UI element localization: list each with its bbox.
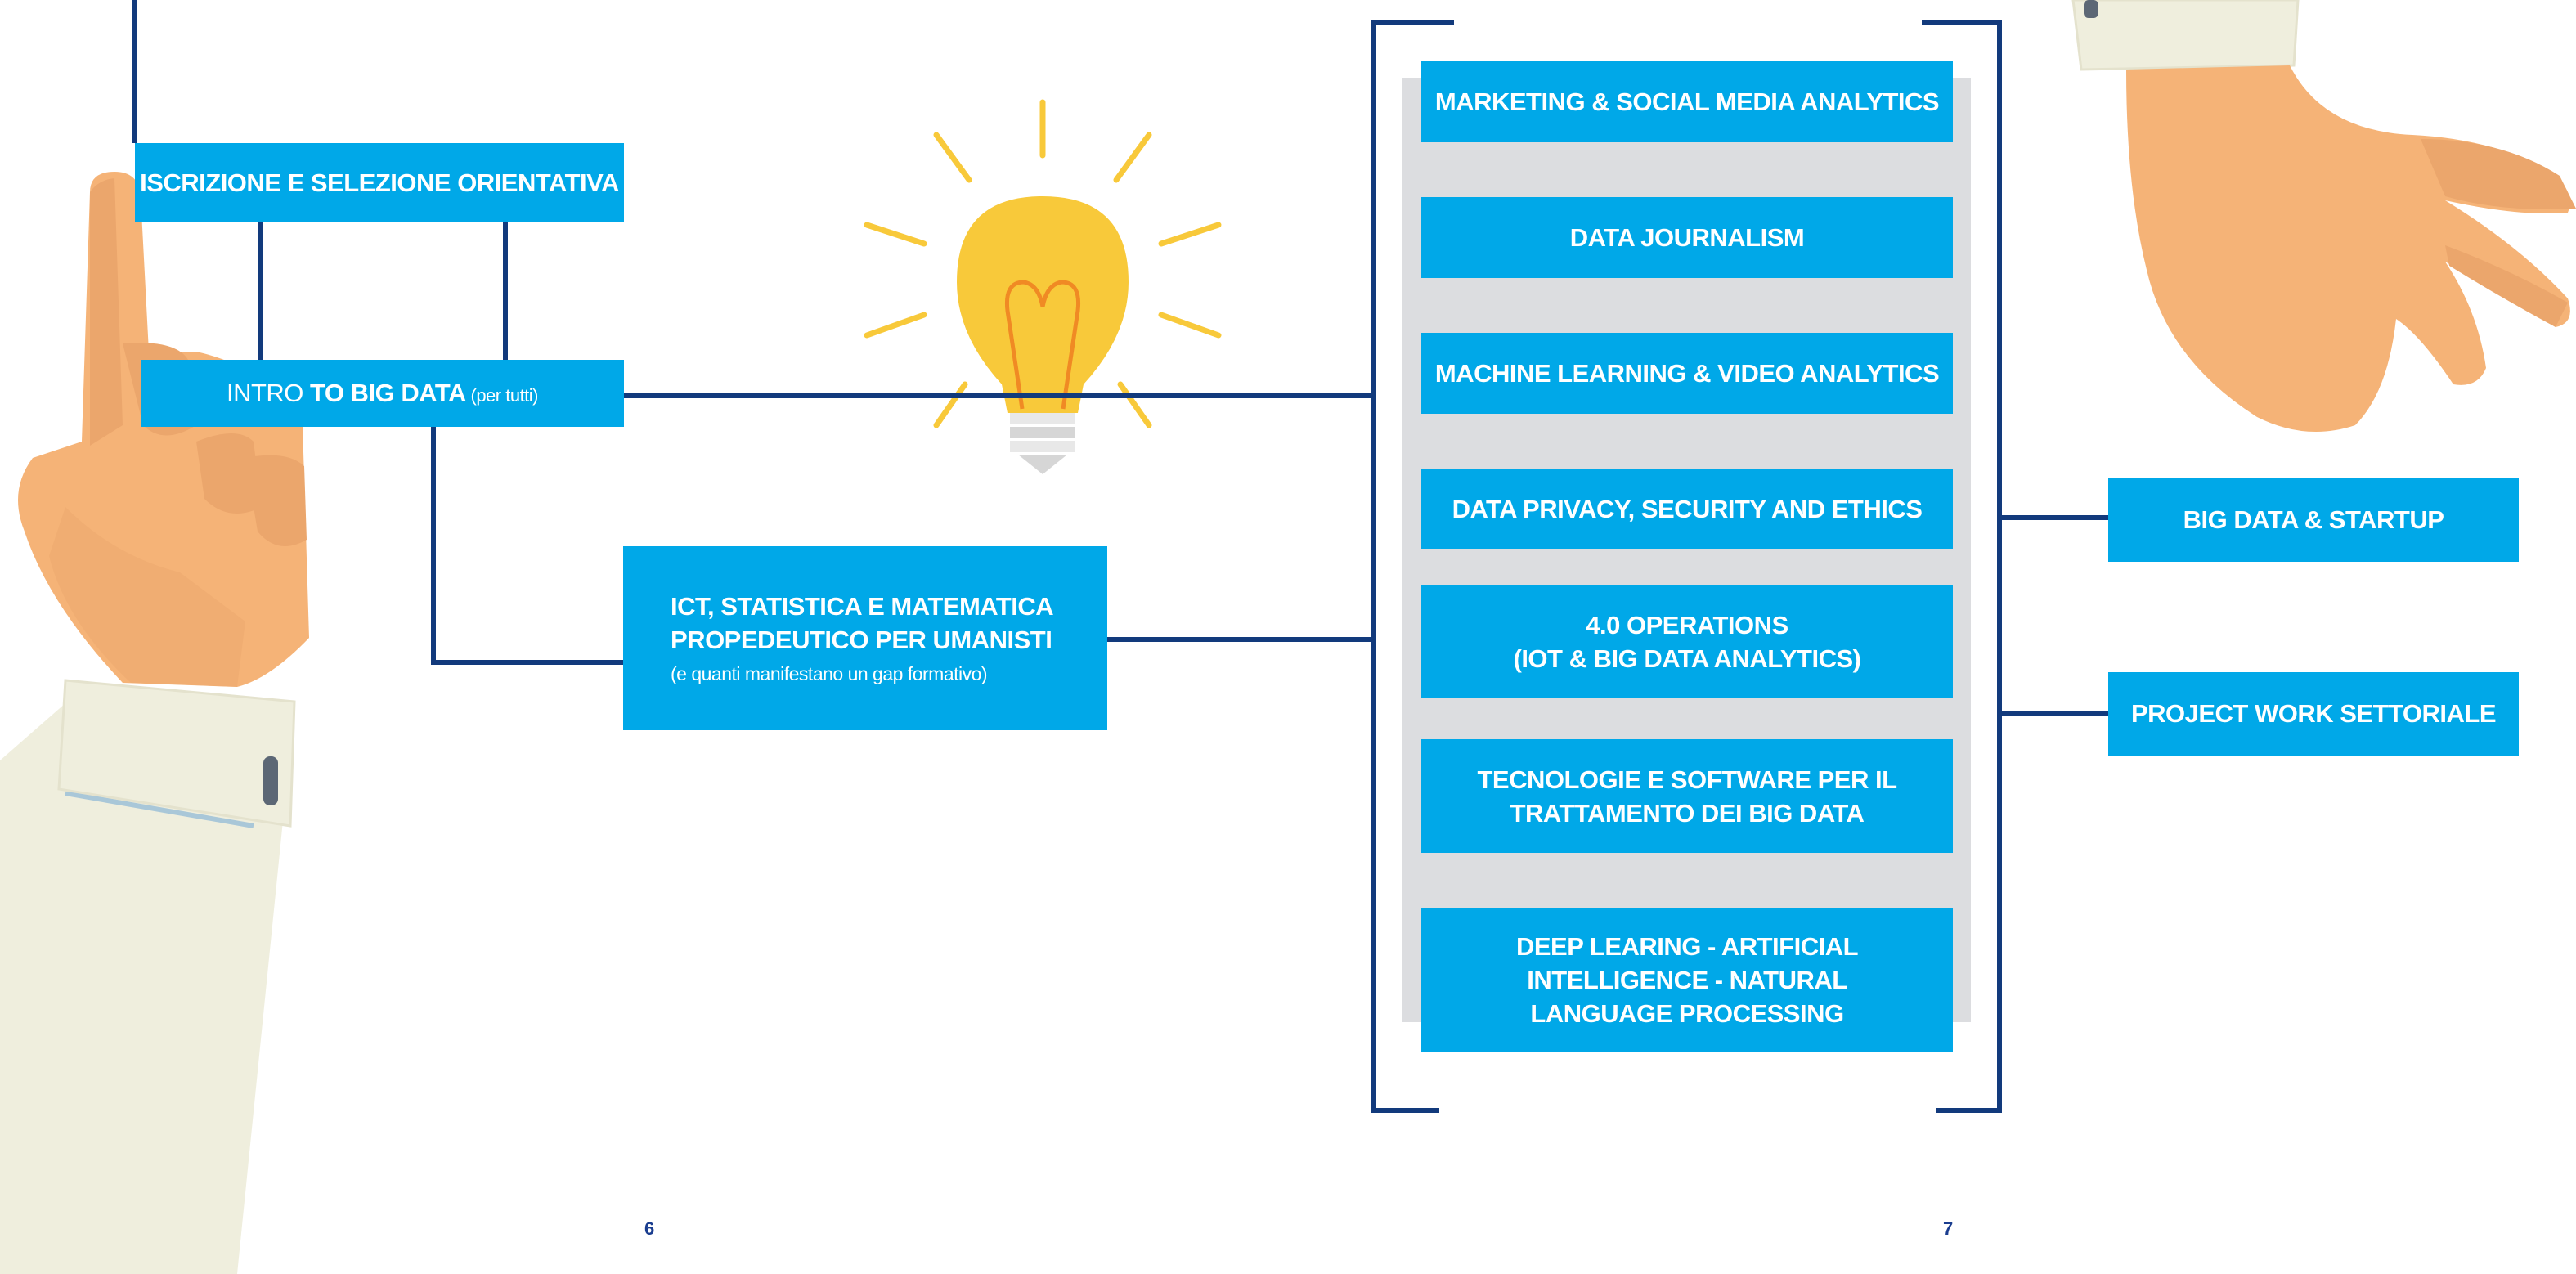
- module-box: MACHINE LEARNING & VIDEO ANALYTICS: [1421, 333, 1953, 414]
- connector-lines: [132, 0, 2110, 1113]
- startup-label: BIG DATA & STARTUP: [2183, 505, 2444, 534]
- ict-box: ICT, STATISTICA E MATEMATICA PROPEDEUTIC…: [623, 546, 1107, 730]
- module-line: TECNOLOGIE E SOFTWARE PER IL: [1477, 765, 1897, 794]
- module-line: INTELLIGENCE - NATURAL: [1527, 965, 1847, 994]
- iscrizione-box: ISCRIZIONE E SELEZIONE ORIENTATIVA: [135, 143, 624, 222]
- intro-big-data-box: INTRO TO BIG DATA (per tutti): [141, 360, 624, 427]
- module-box: MARKETING & SOCIAL MEDIA ANALYTICS: [1421, 61, 1953, 142]
- page-number-left: 6: [644, 1218, 655, 1239]
- module-line: MARKETING & SOCIAL MEDIA ANALYTICS: [1434, 87, 1940, 116]
- module-line: DEEP LEARING - ARTIFICIAL: [1515, 931, 1859, 961]
- ict-line2: PROPEDEUTICO PER UMANISTI: [671, 625, 1052, 654]
- module-box: TECNOLOGIE E SOFTWARE PER IL TRATTAMENTO…: [1421, 739, 1953, 853]
- ict-line1: ICT, STATISTICA E MATEMATICA: [671, 591, 1054, 621]
- startup-box: BIG DATA & STARTUP: [2108, 478, 2519, 562]
- module-line: 4.0 OPERATIONS: [1586, 610, 1788, 639]
- module-line: LANGUAGE PROCESSING: [1530, 998, 1844, 1028]
- iscrizione-label: ISCRIZIONE E SELEZIONE ORIENTATIVA: [140, 168, 619, 197]
- module-box: DATA JOURNALISM: [1421, 197, 1953, 278]
- hand-picking-icon: [2071, 0, 2576, 432]
- page-number-right: 7: [1943, 1218, 1954, 1239]
- module-line: DATA JOURNALISM: [1569, 223, 1805, 252]
- module-line: MACHINE LEARNING & VIDEO ANALYTICS: [1434, 359, 1940, 388]
- module-box: DATA PRIVACY, SECURITY AND ETHICS: [1421, 469, 1953, 549]
- module-box: DEEP LEARING - ARTIFICIAL INTELLIGENCE -…: [1421, 908, 1953, 1052]
- module-line: (IOT & BIG DATA ANALYTICS): [1513, 644, 1862, 673]
- intro-bold: TO BIG DATA: [310, 379, 466, 407]
- project-work-box: PROJECT WORK SETTORIALE: [2108, 672, 2519, 756]
- intro-prefix: INTRO: [226, 379, 311, 407]
- module-line: DATA PRIVACY, SECURITY AND ETHICS: [1452, 495, 1923, 523]
- module-line: TRATTAMENTO DEI BIG DATA: [1510, 798, 1865, 828]
- lightbulb-icon: [864, 99, 1222, 474]
- module-box: 4.0 OPERATIONS (IOT & BIG DATA ANALYTICS…: [1421, 585, 1953, 698]
- project-work-label: PROJECT WORK SETTORIALE: [2130, 699, 2497, 728]
- ict-note: (e quanti manifestano un gap formativo): [671, 662, 988, 684]
- hand-pointing-icon: [0, 172, 309, 1274]
- intro-suffix: (per tutti): [465, 385, 539, 406]
